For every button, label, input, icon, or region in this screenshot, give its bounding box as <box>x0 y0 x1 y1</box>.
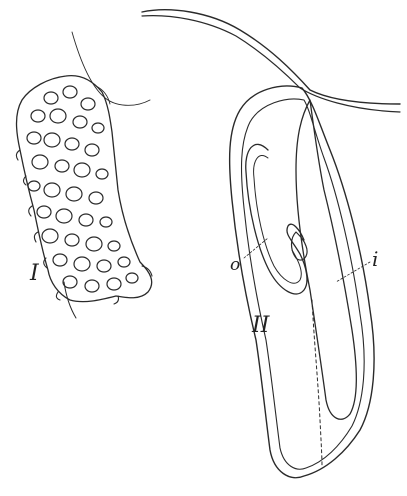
central-canal <box>312 300 322 466</box>
figure-two-drawing <box>142 10 400 478</box>
fibre-line-left <box>72 32 150 105</box>
label-i: i <box>372 247 378 271</box>
upper-band-inner <box>142 16 400 112</box>
figure-two-label: II <box>251 313 271 338</box>
outer-sheath <box>230 86 374 478</box>
left-loop-inner <box>254 155 302 283</box>
label-o: o <box>230 255 240 275</box>
upper-band <box>142 10 400 104</box>
outer-sheath-wall <box>242 99 365 469</box>
figure-one-label: I <box>29 261 40 286</box>
inner-tube <box>296 100 356 419</box>
left-loop <box>246 144 307 294</box>
inner-coil <box>292 232 308 260</box>
